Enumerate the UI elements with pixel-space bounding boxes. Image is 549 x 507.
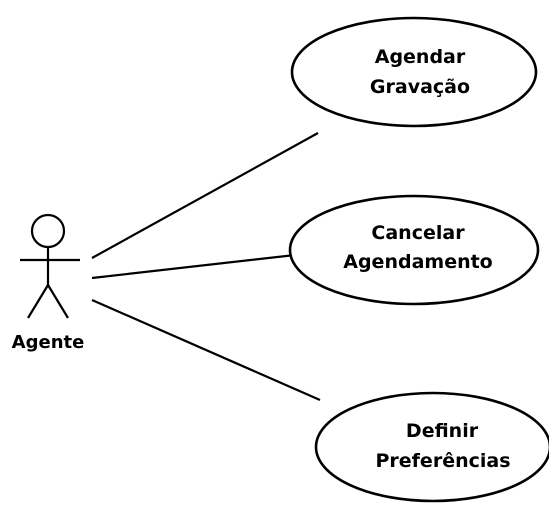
use-case-ellipse bbox=[290, 16, 538, 128]
association-line-cancelar-agendamento bbox=[91, 253, 296, 280]
use-case-line1: Definir bbox=[406, 420, 479, 442]
actor-name: Agente bbox=[12, 332, 85, 353]
use-case-line1: Agendar bbox=[375, 46, 466, 68]
association-line-definir-preferencias bbox=[91, 298, 321, 402]
use-case-line2: Gravação bbox=[370, 76, 470, 98]
actor-head bbox=[30, 213, 66, 249]
use-case-definir-preferencias: Definir Preferências bbox=[314, 391, 549, 503]
use-case-cancelar-agendamento: Cancelar Agendamento bbox=[288, 194, 540, 306]
use-case-ellipse bbox=[288, 194, 540, 306]
use-case-ellipse bbox=[314, 391, 549, 503]
use-case-line2: Preferências bbox=[375, 450, 510, 472]
use-case-line1: Cancelar bbox=[371, 222, 465, 244]
use-case-line2: Agendamento bbox=[343, 251, 493, 273]
use-case-agendar-gravacao: Agendar Gravação bbox=[290, 16, 538, 128]
actor-right-leg bbox=[47, 284, 69, 319]
actor-left-leg bbox=[27, 284, 49, 319]
association-line-agendar-gravacao bbox=[91, 132, 319, 259]
actor-figure bbox=[20, 213, 80, 319]
